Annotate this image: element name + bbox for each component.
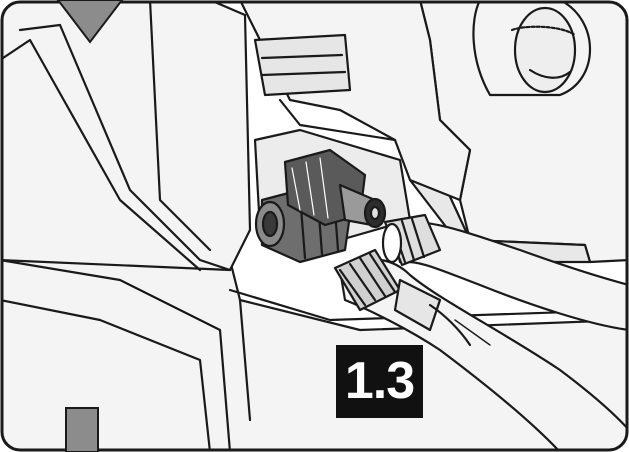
pointer-arrow-icon [56,0,124,44]
garden-hose-lower [333,248,627,450]
garden-hose-upper [381,213,627,332]
inlet-fitting [283,148,387,229]
position-marker-icon [65,407,99,452]
left-housing [2,2,252,272]
step-number-label: 1.3 [336,345,423,418]
